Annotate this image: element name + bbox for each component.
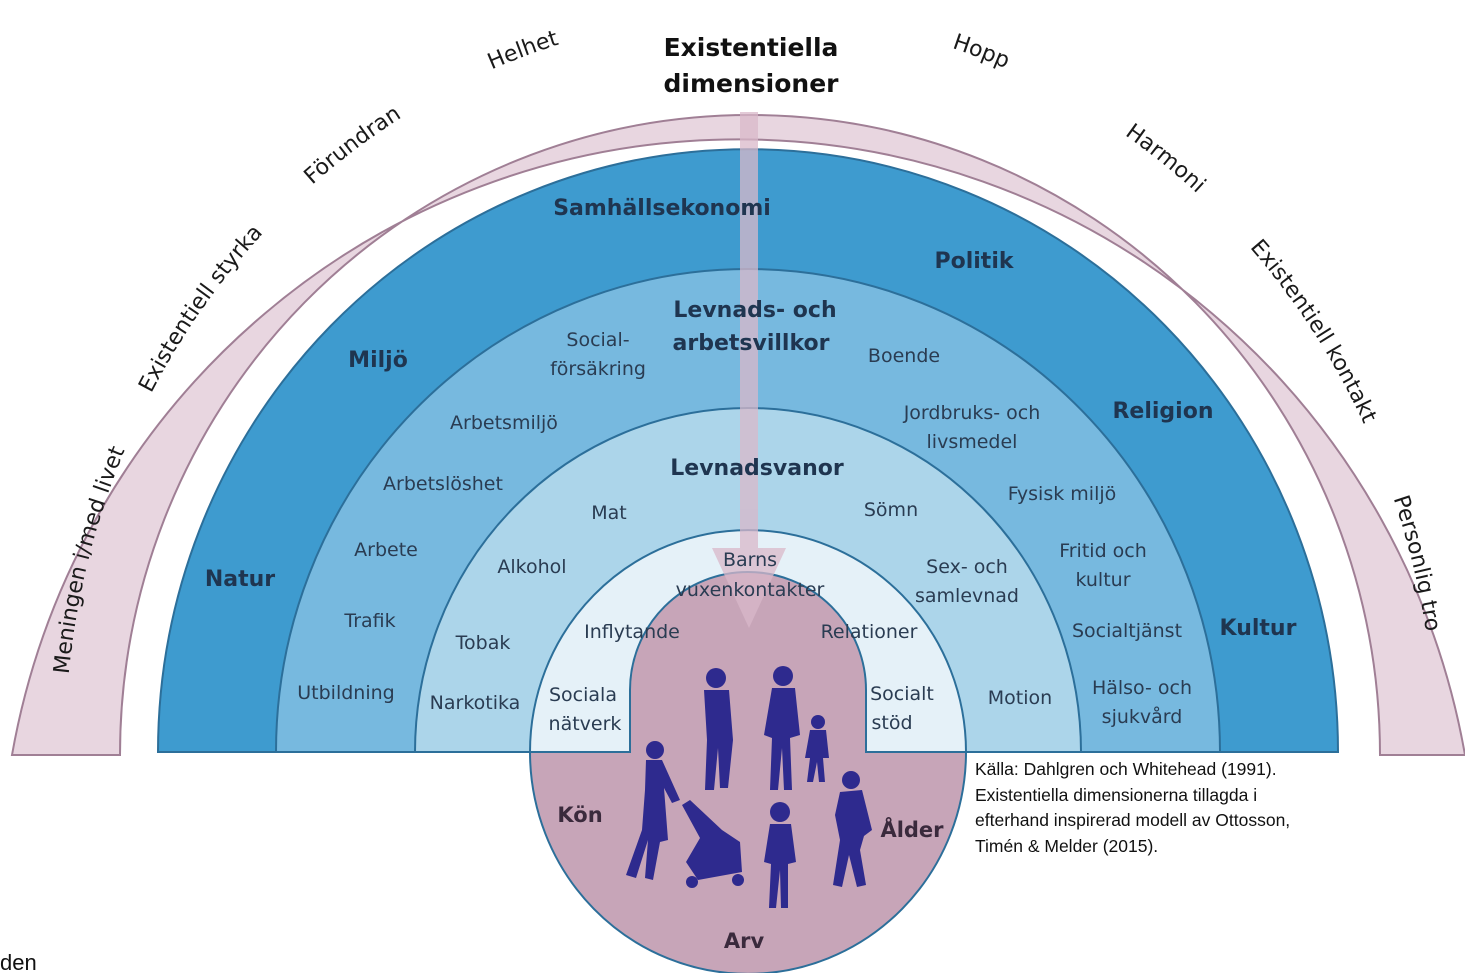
healthcare-line2: sjukvård [1102, 705, 1183, 728]
work-label: Arbete [354, 539, 418, 561]
alcohol-label: Alkohol [497, 556, 566, 578]
education-label: Utbildning [297, 682, 394, 704]
societal-economy-label: Samhällsekonomi [553, 196, 771, 221]
sex-life-line2: samlevnad [915, 585, 1019, 607]
sex-life-line1: Sex- och [926, 556, 1008, 578]
relations-label: Relationer [821, 621, 918, 643]
housing-label: Boende [868, 345, 940, 367]
hope-label: Hopp [950, 30, 1013, 74]
wholeness-label: Helhet [484, 26, 561, 75]
social-services-label: Socialtjänst [1072, 620, 1182, 642]
social-support-line1: Socialt [870, 683, 934, 705]
existential-ring [10, 114, 1465, 756]
narcotics-label: Narkotika [430, 692, 521, 714]
social-insurance-line1: Social- [566, 329, 629, 351]
children-adult-contacts-line1: Barns [723, 549, 777, 571]
traffic-label: Trafik [343, 610, 395, 632]
unemployment-label: Arbetslöshet [383, 473, 503, 495]
nature-label: Natur [205, 567, 275, 592]
age-label: Ålder [880, 817, 944, 842]
living-conditions-title-line2: arbetsvillkor [673, 331, 830, 356]
tobacco-label: Tobak [455, 632, 511, 654]
agriculture-line2: livsmedel [927, 431, 1018, 453]
politics-label: Politik [934, 249, 1014, 274]
down-arrow-icon [712, 112, 786, 628]
harmony-label: Harmoni [1121, 119, 1210, 198]
existential-title-line2: dimensioner [664, 69, 840, 98]
gender-label: Kön [557, 803, 602, 827]
lifestyle-title: Levnadsvanor [670, 456, 844, 481]
existential-contact-label: Existentiell kontakt [1245, 235, 1381, 427]
exercise-label: Motion [988, 687, 1052, 709]
social-support-line2: stöd [871, 712, 912, 734]
source-note: Källa: Dahlgren och Whitehead (1991). Ex… [975, 757, 1395, 859]
religion-label: Religion [1112, 399, 1213, 424]
physical-environment-label: Fysisk miljö [1008, 483, 1117, 505]
work-environment-label: Arbetsmiljö [450, 412, 558, 434]
heredity-label: Arv [724, 929, 765, 953]
food-label: Mat [591, 502, 627, 524]
leisure-line1: Fritid och [1059, 540, 1147, 562]
social-networks-line2: nätverk [549, 713, 622, 735]
agriculture-line1: Jordbruks- och [903, 402, 1041, 424]
social-networks-line1: Sociala [549, 684, 617, 706]
existential-title-line1: Existentiella [664, 33, 839, 62]
healthcare-line1: Hälso- och [1092, 677, 1192, 699]
clipped-text: den [0, 950, 37, 975]
living-conditions-title-line1: Levnads- och [673, 298, 836, 323]
leisure-line2: kultur [1075, 569, 1130, 591]
culture-label: Kultur [1220, 616, 1297, 641]
source-line-4: Timén & Melder (2015). [975, 835, 1159, 856]
children-adult-contacts-line2: vuxenkontakter [676, 579, 825, 601]
sleep-label: Sömn [864, 499, 918, 521]
people-silhouettes-icon [626, 666, 872, 908]
environment-label: Miljö [348, 348, 408, 373]
source-line-1: Källa: Dahlgren och Whitehead (1991). [975, 759, 1277, 779]
influence-label: Inflytande [584, 621, 680, 643]
wonder-label: Förundran [300, 101, 406, 189]
social-insurance-line2: försäkring [550, 358, 646, 380]
source-line-3: efterhand inspirerad modell av Ottosson, [975, 810, 1291, 830]
source-line-2: Existentiella dimensionerna tillagda i [975, 784, 1258, 805]
